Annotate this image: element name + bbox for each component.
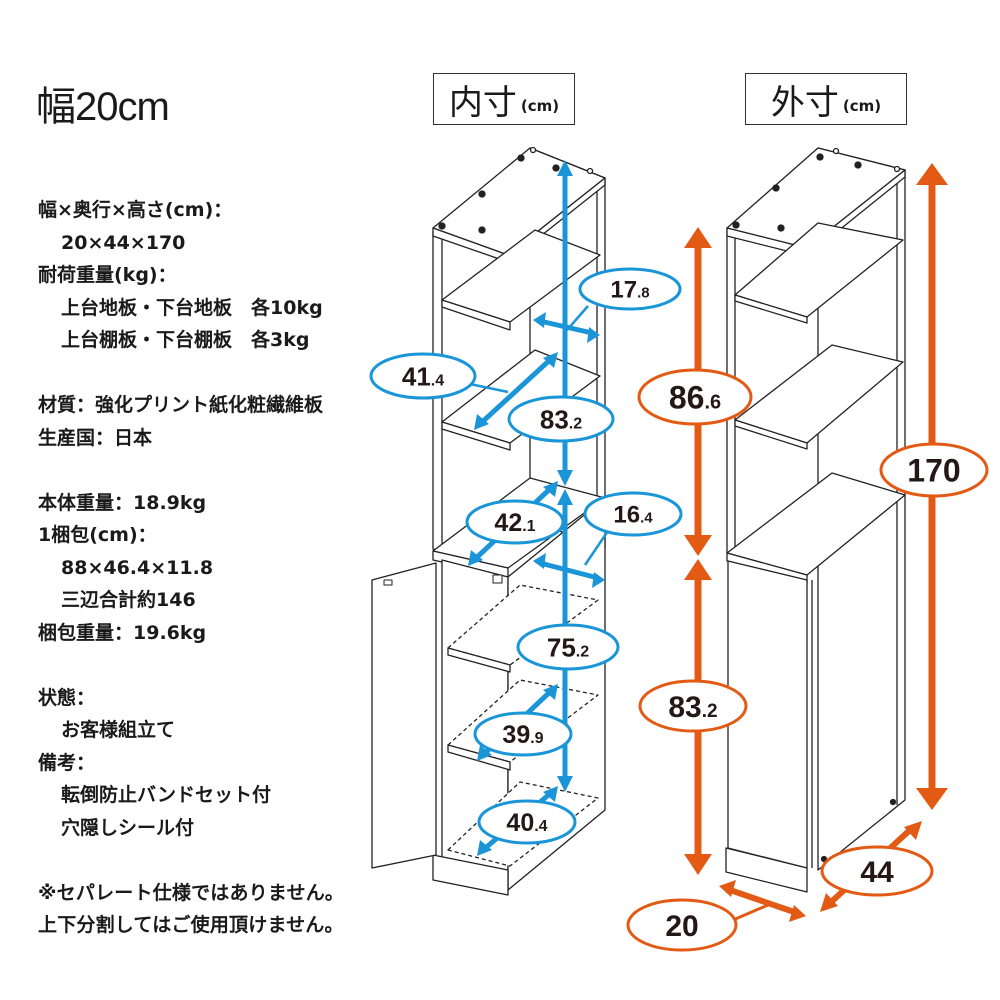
spec-package-size: 88×46.4×11.8 xyxy=(61,556,214,579)
spec-material: 材質：強化プリント紙化粧繊維板 xyxy=(38,394,324,416)
outer-label-text: 外寸 xyxy=(770,82,839,123)
bubble-value: 17.8 xyxy=(610,277,649,304)
spec-package-sum: 三辺合計約146 xyxy=(61,589,196,611)
inner-label-unit: (cm) xyxy=(520,97,560,115)
bubble-value: 40.4 xyxy=(506,809,547,837)
inner-dim-mid-width-bubble: 16.4 xyxy=(583,491,683,537)
inner-dimensions-label: 内寸 (cm) xyxy=(433,73,575,125)
spec-package-label: 1梱包(cm)： xyxy=(38,524,157,546)
outer-dim-total-height-bubble: 170 xyxy=(879,442,989,498)
bubble-value: 44 xyxy=(860,856,894,889)
spec-load-floor: 上台地板・下台地板 各10kg xyxy=(61,296,323,319)
bubble-outline xyxy=(637,368,753,426)
spec-load-label: 耐荷重量(kg)： xyxy=(38,264,177,286)
inner-mid-width-arrow xyxy=(539,560,599,581)
inner-dim-upper-width-bubble: 17.8 xyxy=(578,267,682,311)
outer-dim-depth-bubble: 44 xyxy=(820,845,934,897)
page-title: 幅20cm xyxy=(36,85,170,129)
inner-plinth xyxy=(432,854,509,896)
bubble-value: 42.1 xyxy=(494,509,535,537)
outer-shelf-drawing xyxy=(725,147,906,893)
bubble-outline xyxy=(465,499,565,545)
inner-lower-shelf-1 xyxy=(447,584,599,666)
bubble-outline xyxy=(578,267,682,311)
bubble-value: 86.6 xyxy=(669,380,721,416)
spec-load-shelf: 上台棚板・下台棚板 各3kg xyxy=(61,329,310,351)
inner-label-text: 内寸 xyxy=(448,82,517,123)
inner-dim-lower-height-bubble: 75.2 xyxy=(516,623,620,671)
spec-note-1: ※セパレート仕様ではありません。 xyxy=(38,881,345,904)
outer-plinth xyxy=(725,847,808,893)
bubble-outline xyxy=(516,623,620,671)
bubble-outline xyxy=(820,845,934,897)
spec-remarks-1: 転倒防止バンドセット付 xyxy=(61,784,271,806)
bubble-outline xyxy=(638,679,748,733)
spec-note-2: 上下分割してはご使用頂けません。 xyxy=(38,914,344,936)
inner-dim-mid-depth-bubble: 42.1 xyxy=(465,499,565,545)
inner-upper-depth-arrow xyxy=(478,356,554,426)
spec-size-label: 幅×奥行×高さ(cm)： xyxy=(38,199,233,221)
bubble-outline xyxy=(626,898,738,952)
bubble-value: 16.4 xyxy=(613,502,653,529)
spec-condition-value: お客様組立て xyxy=(61,719,176,741)
bubble-value: 170 xyxy=(907,453,960,489)
bubble-outline xyxy=(507,395,615,443)
bubble-outline xyxy=(879,442,989,498)
outer-label-unit: (cm) xyxy=(842,97,882,115)
spec-origin: 生産国：日本 xyxy=(38,426,153,449)
outer-dim-lower-height-bubble: 83.2 xyxy=(638,679,748,733)
inner-dim-lower-floor-depth-bubble: 40.4 xyxy=(477,799,577,845)
spec-package-weight: 梱包重量：19.6kg xyxy=(38,621,207,644)
spec-body-weight: 本体重量：18.9kg xyxy=(38,491,207,514)
bubble-value: 39.9 xyxy=(502,721,543,749)
bubble-outline xyxy=(583,491,683,537)
spec-remarks-label: 備考： xyxy=(38,751,96,774)
inner-dim-lower-shelf-depth-bubble: 39.9 xyxy=(473,711,573,757)
outer-dimensions-label: 外寸 (cm) xyxy=(745,73,907,125)
bubble-value: 20 xyxy=(665,910,698,943)
spec-condition-label: 状態： xyxy=(38,686,96,709)
bubble-outline xyxy=(369,352,477,400)
outer-dim-width-bubble: 20 xyxy=(626,898,738,952)
spec-list: 幅×奥行×高さ(cm)： 20×44×170 耐荷重量(kg)： 上台地板・下台… xyxy=(38,194,344,942)
outer-dim-upper-height-bubble: 86.6 xyxy=(637,368,753,426)
bubble-outline xyxy=(473,711,573,757)
inner-dim-upper-height-bubble: 83.2 xyxy=(507,395,615,443)
spec-size-value: 20×44×170 xyxy=(61,231,186,254)
bubble-value: 75.2 xyxy=(547,632,589,662)
spec-remarks-2: 穴隠しシール付 xyxy=(61,816,195,839)
bubble-value: 83.2 xyxy=(540,404,582,434)
bubble-value: 41.4 xyxy=(402,361,444,391)
bubble-value: 83.2 xyxy=(668,691,717,724)
inner-upper-width-arrow xyxy=(539,318,593,336)
bubble-outline xyxy=(477,799,577,845)
inner-dim-upper-depth-bubble: 41.4 xyxy=(369,352,477,400)
outer-width-arrow xyxy=(729,887,798,916)
inner-open-door xyxy=(371,562,437,869)
